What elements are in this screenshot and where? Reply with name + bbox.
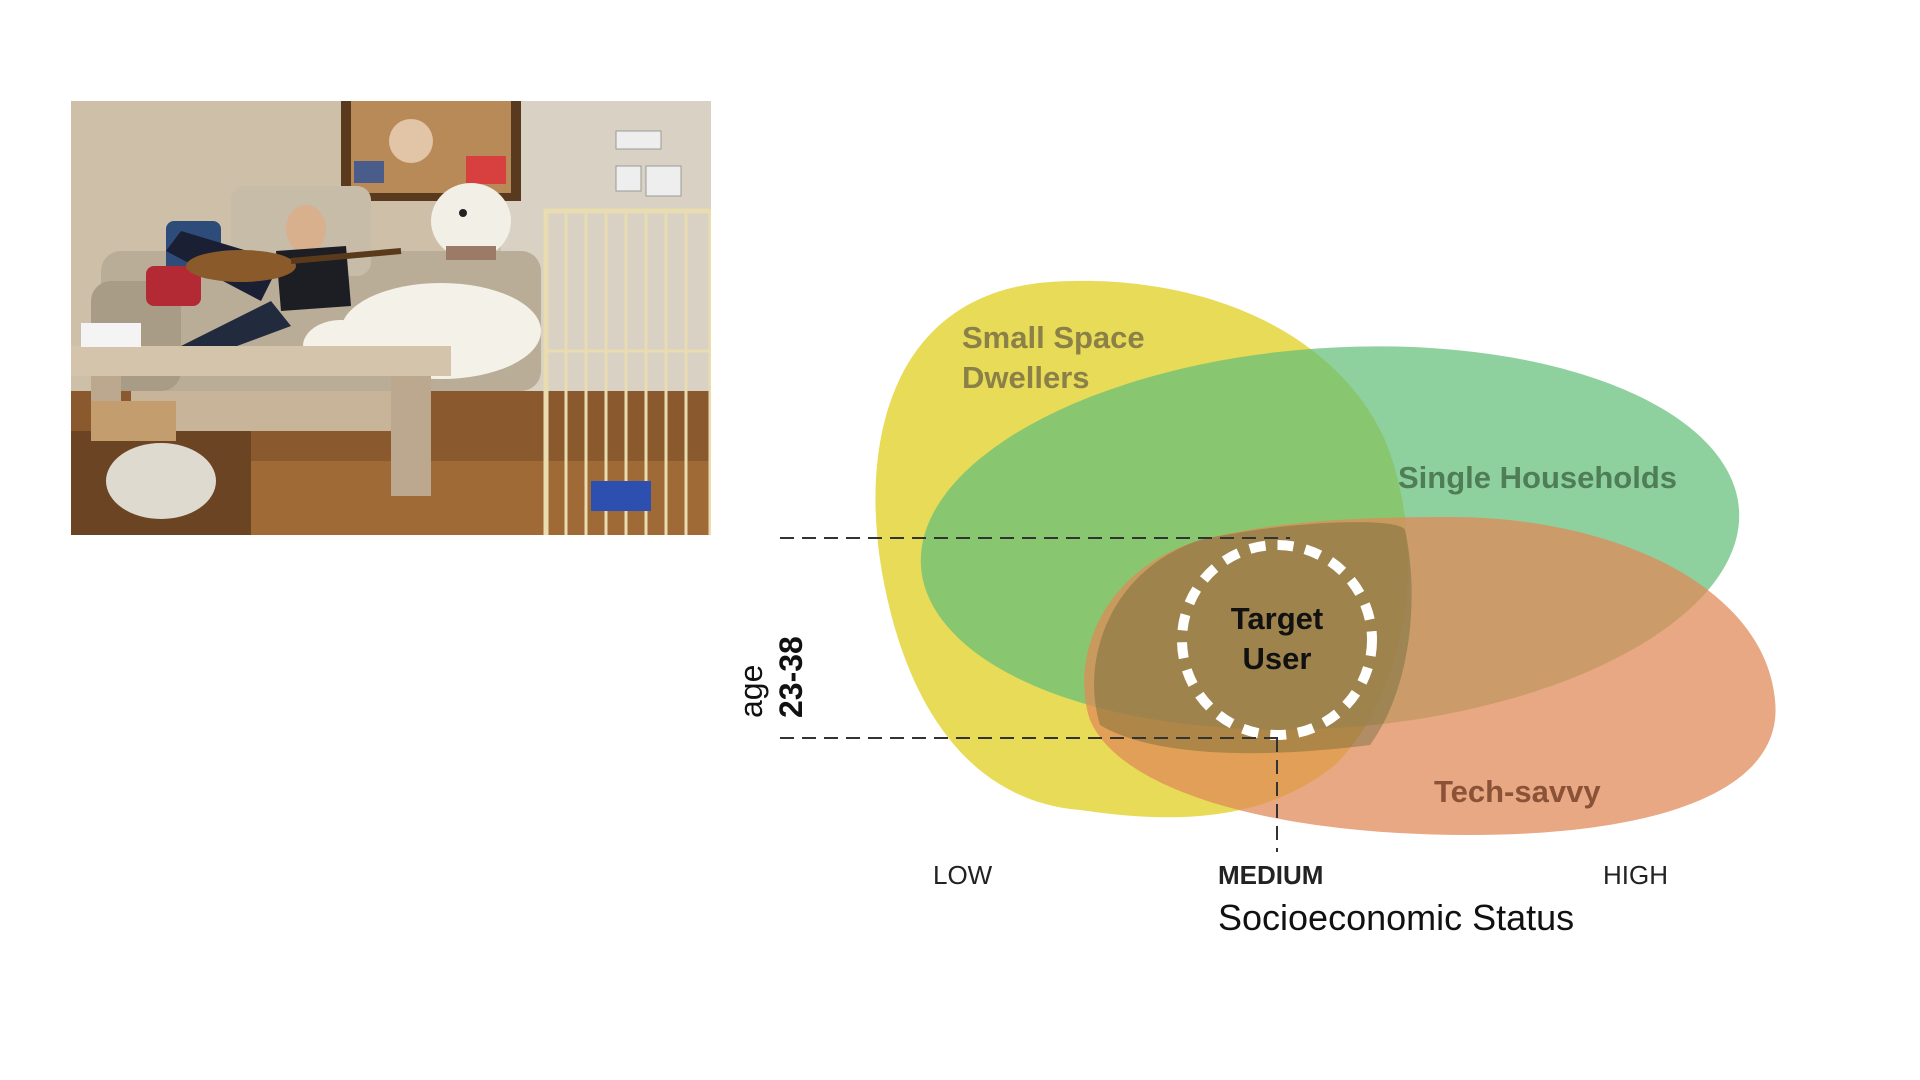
tick-medium: MEDIUM — [1218, 860, 1323, 890]
target-user-line1: Target — [1231, 601, 1323, 636]
photo-thermostat — [615, 130, 662, 150]
photo-bear-scarf — [446, 246, 496, 260]
age-axis-label-group: age 23-38 — [733, 636, 809, 718]
photo-table-top — [71, 346, 451, 376]
photo-guitar — [186, 250, 296, 282]
photo-cage — [543, 208, 711, 535]
photo-poster-red — [466, 156, 506, 184]
label-single-households: Single Households — [1398, 460, 1677, 495]
photo-dumbbell — [591, 481, 651, 511]
photo-table-leg-right — [391, 376, 431, 496]
living-room-photo — [71, 101, 711, 535]
label-small-space-line1: Small Space — [962, 320, 1145, 355]
label-tech-savvy: Tech-savvy — [1434, 774, 1601, 809]
photo-switch — [615, 165, 642, 192]
photo-person-head — [286, 205, 326, 253]
photo-switch-2 — [645, 165, 682, 197]
photo-bear-head — [431, 183, 511, 259]
photo-table-items — [81, 323, 141, 347]
triple-overlap-region — [1094, 522, 1412, 754]
photo-poster-face — [389, 119, 433, 163]
x-axis-title: Socioeconomic Status — [1218, 897, 1574, 938]
age-axis-label: age — [733, 665, 769, 718]
photo-bear-eye — [459, 209, 467, 217]
tick-high: HIGH — [1603, 860, 1668, 890]
set-tech-savvy — [1084, 517, 1776, 835]
target-user-circle — [1177, 540, 1377, 740]
photo-box — [91, 401, 176, 441]
age-range-label: 23-38 — [773, 636, 809, 718]
tick-low: LOW — [933, 860, 993, 890]
target-user-line2: User — [1243, 641, 1312, 676]
photo-plush-dog — [106, 443, 216, 519]
label-small-space-line2: Dwellers — [962, 360, 1090, 395]
photo-poster-blue — [354, 161, 384, 183]
photo-guitar-neck — [290, 248, 402, 264]
photo-pillow-red — [146, 266, 201, 306]
